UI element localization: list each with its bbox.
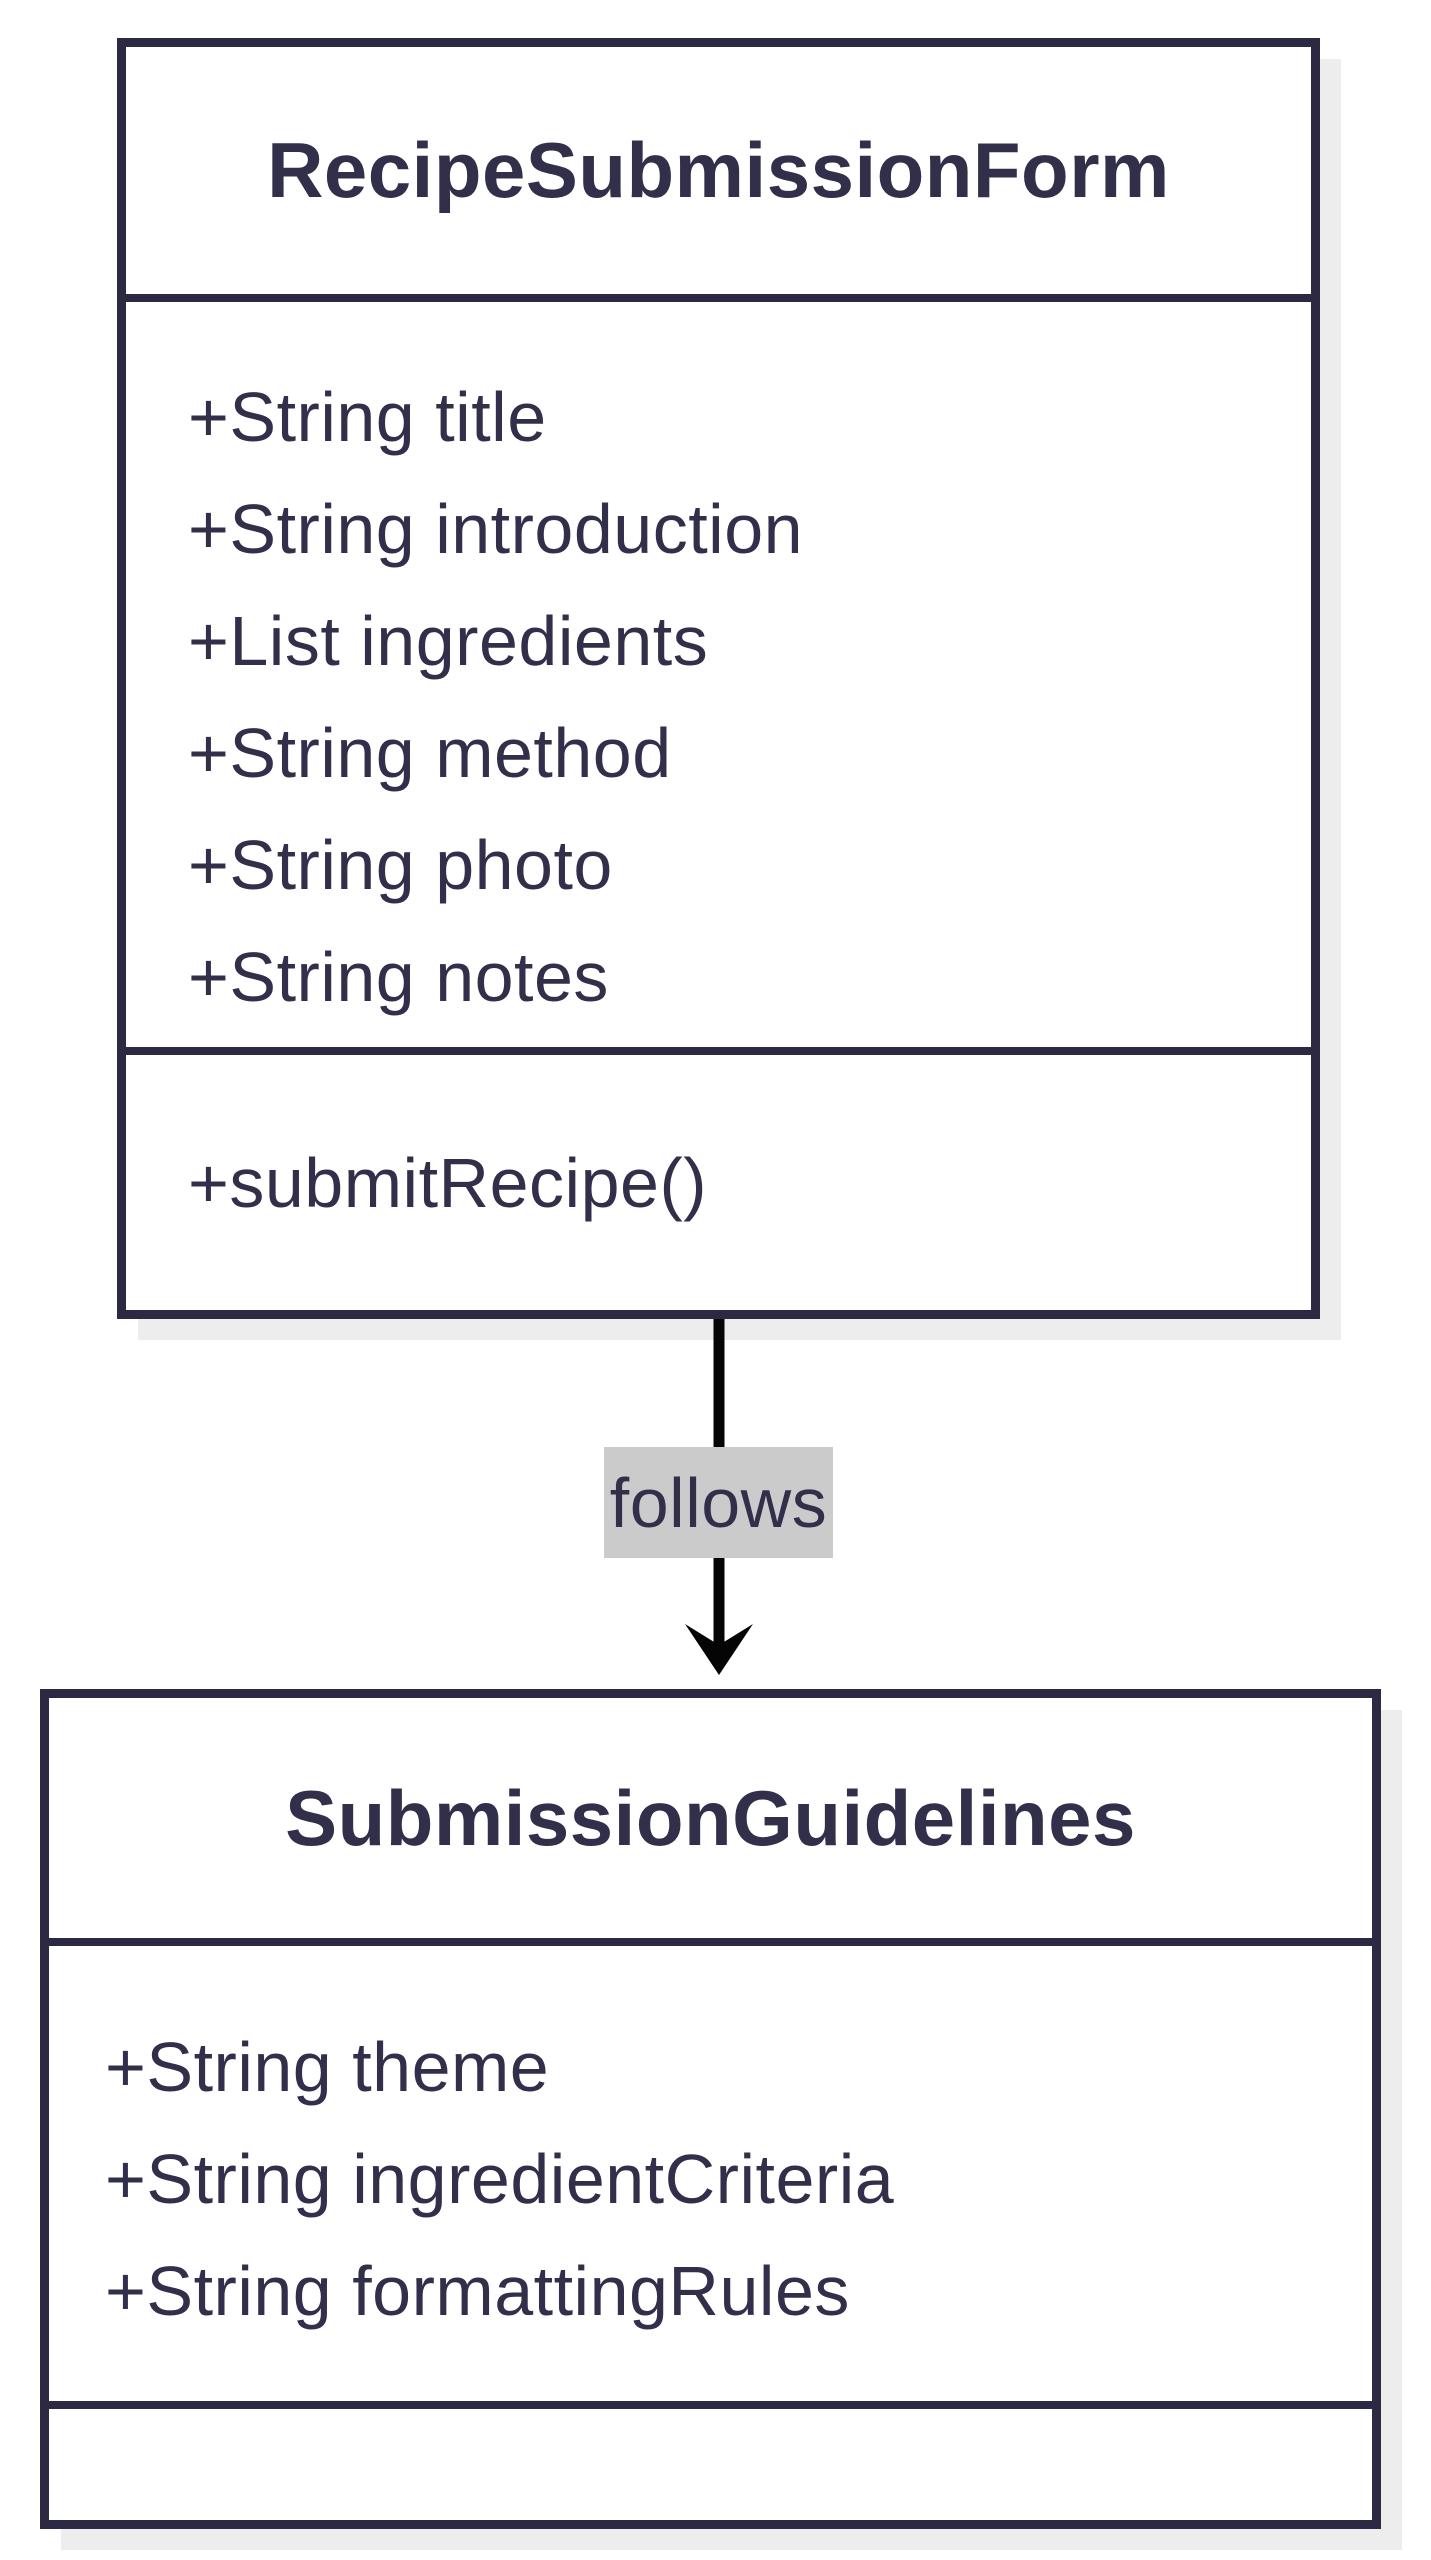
- attribute-row: +String photo: [188, 826, 613, 904]
- class-box-submission-guidelines: SubmissionGuidelines +String theme +Stri…: [40, 1689, 1381, 2529]
- attribute-row: +List ingredients: [188, 602, 709, 680]
- method-row: +submitRecipe(): [188, 1143, 708, 1222]
- compartment-divider: [126, 1047, 1311, 1055]
- attribute-row: +String notes: [188, 938, 609, 1016]
- edge-label-text: follows: [609, 1463, 828, 1542]
- compartment-divider: [49, 2401, 1372, 2409]
- attribute-row: +String formattingRules: [105, 2252, 850, 2330]
- class-title: RecipeSubmissionForm: [267, 126, 1170, 214]
- edge-label-follows: follows: [604, 1447, 833, 1558]
- class-box-recipe-submission-form: RecipeSubmissionForm +String title +Stri…: [117, 38, 1320, 1319]
- attribute-row: +String title: [188, 378, 547, 456]
- attribute-row: +String method: [188, 714, 672, 792]
- arrowhead-icon: [685, 1624, 753, 1675]
- attribute-row: +String introduction: [188, 490, 804, 568]
- methods-compartment-empty: [49, 2409, 1372, 2520]
- attribute-row: +String ingredientCriteria: [105, 2140, 895, 2218]
- compartment-divider: [49, 1938, 1372, 1946]
- attributes-compartment: +String theme +String ingredientCriteria…: [49, 1946, 1372, 2401]
- methods-compartment: +submitRecipe(): [126, 1055, 1311, 1310]
- class-title: SubmissionGuidelines: [285, 1773, 1136, 1862]
- attribute-row: +String theme: [105, 2028, 550, 2106]
- compartment-divider: [126, 294, 1311, 302]
- attributes-compartment: +String title +String introduction +List…: [126, 302, 1311, 1047]
